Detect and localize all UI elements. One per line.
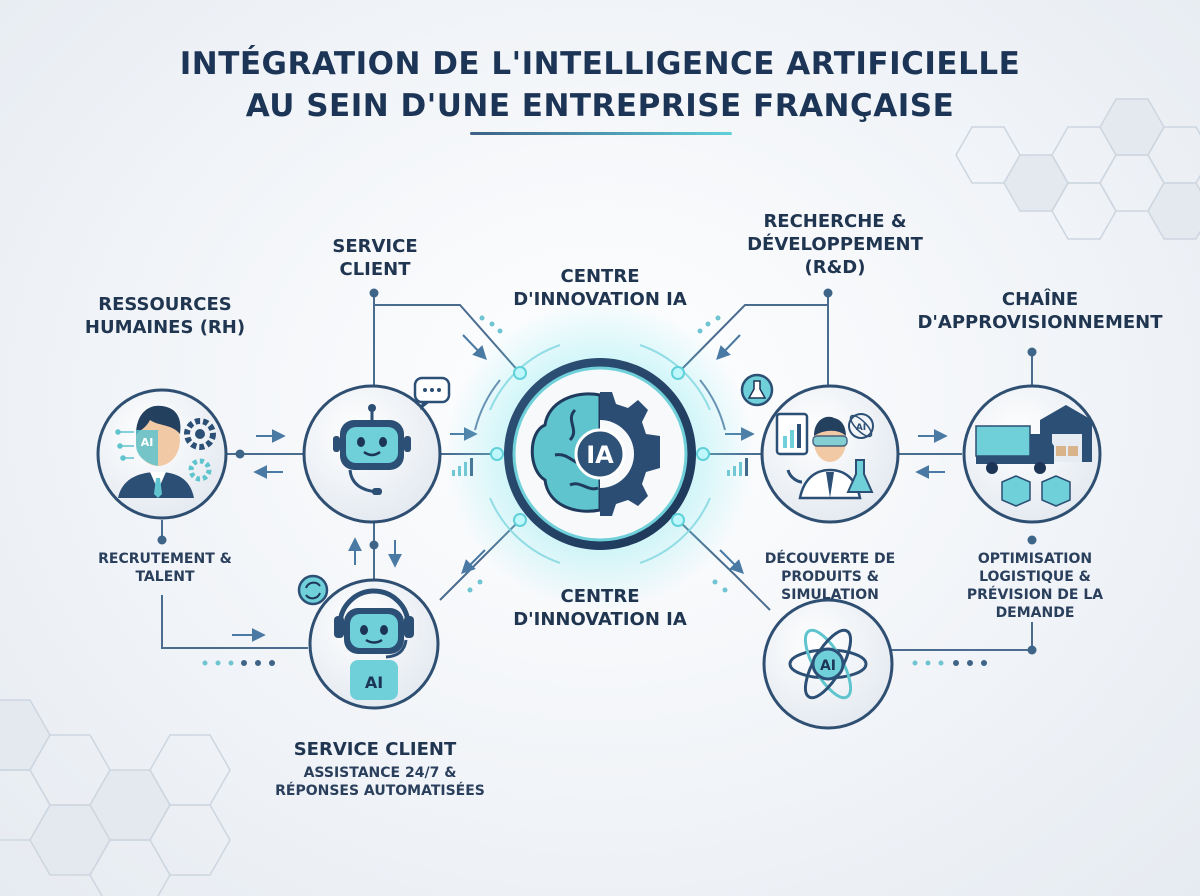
node-service-client-top[interactable] [302, 376, 451, 524]
refresh-chat-bubble-icon [297, 574, 329, 606]
atom-ai-badge-text: AI [820, 658, 836, 674]
atom-icon [788, 628, 868, 700]
hr-ai-badge-text: AI [141, 436, 154, 449]
ia-badge [574, 428, 626, 480]
data-stream-dots [202, 315, 987, 666]
sub-decouverte-produits: DÉCOUVERTE DE PRODUITS & SIMULATION [764, 551, 896, 603]
service-ai-badge-text: AI [365, 673, 383, 692]
scientist-icon: AI [775, 412, 874, 500]
sub-assistance-24-7: ASSISTANCE 24/7 & RÉPONSES AUTOMATISÉES [275, 765, 485, 799]
label-service-client-bottom: SERVICE CLIENT [293, 739, 457, 760]
title-underline [470, 132, 732, 135]
logistics-truck-warehouse-icon [975, 405, 1092, 507]
node-service-client-bottom[interactable]: AI [297, 574, 440, 710]
rd-ai-badge-text: AI [856, 423, 866, 433]
node-recherche-developpement[interactable]: AI [740, 373, 900, 524]
label-ressources-humaines: RESSOURCES HUMAINES (RH) [84, 294, 246, 338]
node-ai-atom[interactable]: AI [762, 598, 894, 730]
center-ai-hub[interactable]: IA [445, 299, 755, 609]
flask-bubble-icon [740, 373, 774, 407]
label-service-client-top: SERVICE CLIENT [332, 236, 418, 280]
chat-bubble-icon [413, 376, 451, 410]
chatbot-robot-icon [333, 404, 411, 495]
label-centre-innovation-bottom: CENTRE D'INNOVATION IA [513, 586, 687, 630]
hexagon-decoration-top-right [955, 98, 1200, 240]
page-title-line-1: INTÉGRATION DE L'INTELLIGENCE ARTIFICIEL… [179, 46, 1021, 82]
hub-connection-points [490, 366, 710, 527]
brain-icon [530, 392, 602, 513]
sub-recrutement-talent: RECRUTEMENT & TALENT [98, 551, 232, 585]
sub-optimisation-logistique: OPTIMISATION LOGISTIQUE & PRÉVISION DE L… [966, 551, 1104, 621]
node-chaine-approvisionnement[interactable] [962, 384, 1102, 524]
label-recherche-developpement: RECHERCHE & DÉVELOPPEMENT (R&D) [747, 211, 923, 278]
headset-robot-icon: AI [334, 588, 414, 700]
person-with-gear-icon: AI [115, 405, 216, 498]
page-title-line-2: AU SEIN D'UNE ENTREPRISE FRANÇAISE [245, 88, 955, 124]
label-chaine-approvisionnement: CHAÎNE D'APPROVISIONNEMENT [917, 289, 1163, 333]
flow-arrows [232, 334, 948, 642]
hexagon-decoration-bottom-left [0, 699, 231, 896]
node-ressources-humaines[interactable]: AI [96, 388, 228, 520]
ia-badge-text: IA [586, 441, 614, 469]
label-centre-innovation-top: CENTRE D'INNOVATION IA [513, 266, 687, 310]
